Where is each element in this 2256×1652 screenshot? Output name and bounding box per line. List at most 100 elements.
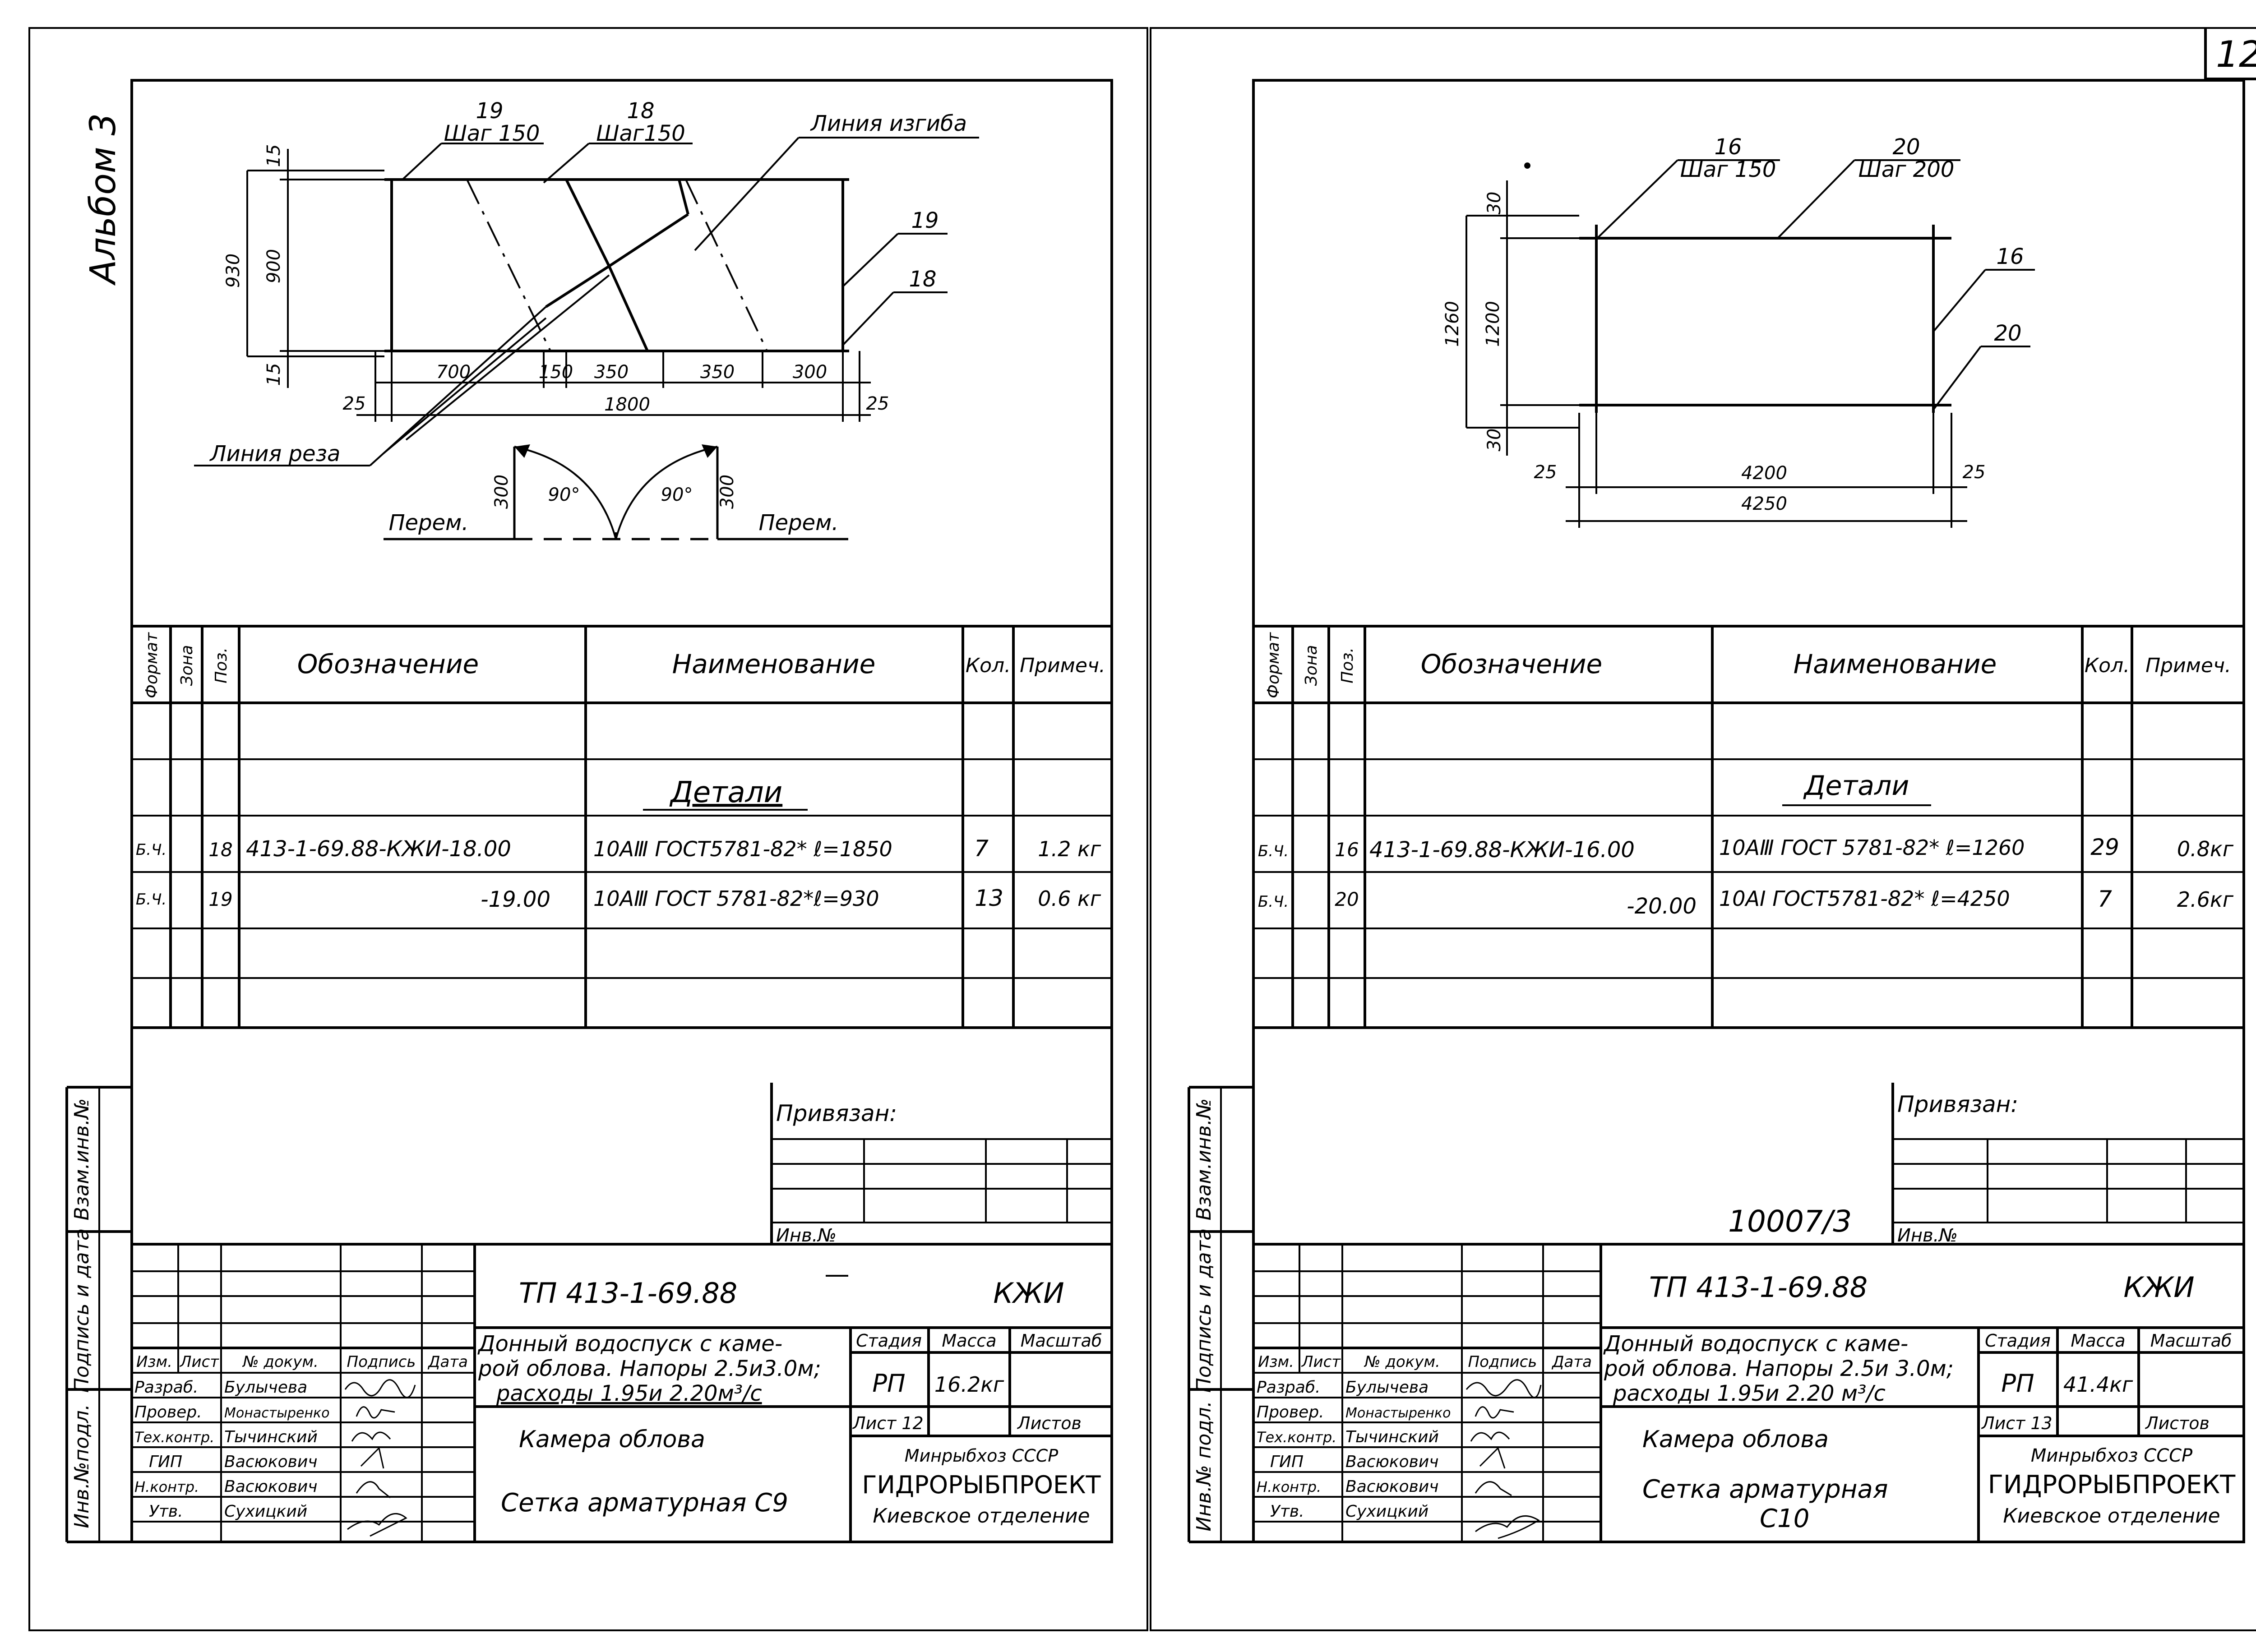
spec-row-naim: 10АⅠ ГОСТ5781-82* ℓ=4250 bbox=[1719, 886, 2010, 911]
stamp-title-line1: Донный водоспуск с каме- bbox=[477, 1331, 782, 1357]
label-right-16: 16 bbox=[1996, 244, 2024, 269]
spec-table-left bbox=[132, 625, 1112, 1029]
side-label-inv-vzam: Взам.инв.№ bbox=[1193, 1098, 1216, 1221]
spec-row-poz: 18 bbox=[208, 839, 232, 861]
stamp-sheet-name-line1: Сетка арматурная bbox=[1642, 1475, 1888, 1504]
stamp-code: ТП 413-1-69.88 bbox=[519, 1277, 737, 1310]
stamp-org2: ГИДРОРЫБПРОЕКТ bbox=[1988, 1470, 2236, 1500]
stamp-role: ГИП bbox=[149, 1453, 182, 1471]
spec-row-oboz: 413-1-69.88-КЖИ-18.00 bbox=[246, 836, 511, 862]
stamp-role: Утв. bbox=[1270, 1502, 1304, 1521]
label-pos18: 18 bbox=[627, 98, 654, 124]
stamp-name: Булычева bbox=[224, 1378, 307, 1397]
stamp-title-line2: рой облова. Напоры 2.5и3.0м; bbox=[478, 1356, 821, 1381]
spec-row-oboz: -19.00 bbox=[481, 887, 550, 912]
spec-header-prim: Примеч. bbox=[2145, 654, 2231, 677]
stamp-sheet-name: Сетка арматурная С9 bbox=[501, 1488, 788, 1518]
dim-25-right: 25 bbox=[1963, 462, 1986, 483]
spec-row-prim: 1.2 кг bbox=[1038, 837, 1101, 861]
stamp-org1: Минрыбхоз СССР bbox=[2031, 1445, 2193, 1466]
signature-scribbles bbox=[1465, 1379, 1542, 1539]
page-number: 12 bbox=[2216, 33, 2256, 75]
right-sheet: Взам.инв.№ Подпись и дата Инв.№ подл. bbox=[1188, 79, 2245, 1543]
stamp-org3: Киевское отделение bbox=[2003, 1504, 2220, 1527]
spec-section-title: Детали bbox=[669, 776, 782, 809]
stamp-massa-value: 41.4кг bbox=[2063, 1372, 2133, 1397]
signature-scribbles bbox=[344, 1379, 416, 1537]
spec-row-prim: 2.6кг bbox=[2177, 887, 2234, 912]
spec-row-prim: 0.6 кг bbox=[1038, 886, 1101, 911]
spec-header-kol: Кол. bbox=[2085, 654, 2130, 677]
spec-row-poz: 20 bbox=[1335, 888, 1359, 910]
stamp-role: Тех.контр. bbox=[1257, 1429, 1336, 1446]
stamp-stadia-value: РП bbox=[2001, 1369, 2034, 1398]
label-pos16: 16 bbox=[1714, 134, 1742, 160]
dim-30-top: 30 bbox=[1484, 192, 1505, 215]
side-label-podpis: Подпись и дата bbox=[1193, 1228, 1216, 1393]
stamp-title-line3: расходы 1.95и 2.20м³/с bbox=[496, 1381, 762, 1406]
spec-row-oboz: -20.00 bbox=[1627, 894, 1697, 919]
album-label: Альбом 3 bbox=[83, 113, 124, 286]
stamp-role: ГИП bbox=[1270, 1453, 1304, 1471]
stamp-title-line3: расходы 1.95и 2.20 м³/с bbox=[1613, 1381, 1886, 1406]
stamp-col-list: Лист bbox=[1301, 1353, 1341, 1371]
label-pitch-150-a: Шаг 150 bbox=[444, 121, 540, 146]
mesh-c9-drawing bbox=[194, 137, 979, 540]
stamp-role: Провер. bbox=[1257, 1403, 1324, 1421]
stamp-name: Тычинский bbox=[1345, 1428, 1439, 1446]
stamp-massa-value: 16.2кг bbox=[934, 1372, 1004, 1397]
stamp-col-list: Лист bbox=[179, 1353, 219, 1371]
spec-row-format: Б.Ч. bbox=[1258, 893, 1289, 911]
angle-90-right: 90° bbox=[661, 485, 693, 505]
spec-header-oboz: Обозначение bbox=[1421, 649, 1602, 679]
spec-row-format: Б.Ч. bbox=[136, 841, 166, 859]
spec-row-kol: 13 bbox=[975, 885, 1003, 911]
label-bend-line: Линия изгиба bbox=[810, 111, 967, 136]
stamp-object: Камера облова bbox=[519, 1426, 705, 1453]
stamp-stadia-header: Стадия bbox=[856, 1331, 922, 1351]
stamp-name: Васюкович bbox=[224, 1453, 318, 1471]
dim-25-left: 25 bbox=[343, 393, 366, 414]
stamp-col-izm: Изм. bbox=[136, 1353, 172, 1371]
spec-section-title: Детали bbox=[1803, 770, 1909, 802]
spec-header-prim: Примеч. bbox=[1020, 654, 1105, 677]
side-label-inv-podl: Инв.№подл. bbox=[70, 1404, 93, 1528]
side-label-podpis: Подпись и дата bbox=[70, 1228, 93, 1393]
stamp-name: Тычинский bbox=[224, 1428, 318, 1446]
label-right-18: 18 bbox=[909, 267, 936, 292]
title-block-right bbox=[1253, 1243, 2244, 1542]
dim-700: 700 bbox=[436, 362, 471, 383]
spec-row-kol: 29 bbox=[2090, 834, 2119, 860]
spec-header-poz: Поз. bbox=[212, 647, 231, 683]
privyazan-label: Привязан: bbox=[776, 1100, 897, 1126]
spec-header-poz: Поз. bbox=[1338, 647, 1357, 683]
stamp-role: Разраб. bbox=[1257, 1378, 1320, 1397]
stamp-role: Разраб. bbox=[134, 1378, 198, 1397]
stamp-name: Васюкович bbox=[224, 1477, 318, 1496]
stamp-col-izm: Изм. bbox=[1258, 1353, 1294, 1371]
label-right-20: 20 bbox=[1994, 321, 2021, 346]
stamp-role: Утв. bbox=[149, 1502, 183, 1521]
stamp-name: Васюкович bbox=[1345, 1453, 1439, 1471]
stamp-org2: ГИДРОРЫБПРОЕКТ bbox=[862, 1471, 1101, 1499]
label-pitch-150-b: Шаг150 bbox=[596, 121, 685, 146]
dim-15-top: 15 bbox=[264, 144, 284, 167]
spec-header-format: Формат bbox=[143, 632, 161, 698]
spec-table-right bbox=[1253, 625, 2244, 1029]
stamp-title-line1: Донный водоспуск с каме- bbox=[1603, 1331, 1908, 1357]
stamp-mark: КЖИ bbox=[2123, 1271, 2194, 1304]
inv-no-label: Инв.№ bbox=[776, 1225, 837, 1246]
stamp-name: Монастыренко bbox=[1345, 1405, 1451, 1421]
stamp-name: Сухицкий bbox=[224, 1502, 307, 1521]
spec-row-oboz: 413-1-69.88-КЖИ-16.00 bbox=[1369, 837, 1635, 863]
stamp-col-data: Дата bbox=[1551, 1353, 1592, 1371]
stamp-col-doc: № докум. bbox=[1364, 1353, 1440, 1371]
spec-row-prim: 0.8кг bbox=[2177, 837, 2234, 861]
dim-930: 930 bbox=[223, 254, 244, 288]
star-mark: • bbox=[1521, 154, 1534, 179]
stamp-role: Н.контр. bbox=[134, 1478, 199, 1495]
spec-row-format: Б.Ч. bbox=[136, 891, 166, 909]
label-perem-right: Перем. bbox=[758, 510, 838, 535]
spec-header-zona: Зона bbox=[1302, 645, 1321, 686]
